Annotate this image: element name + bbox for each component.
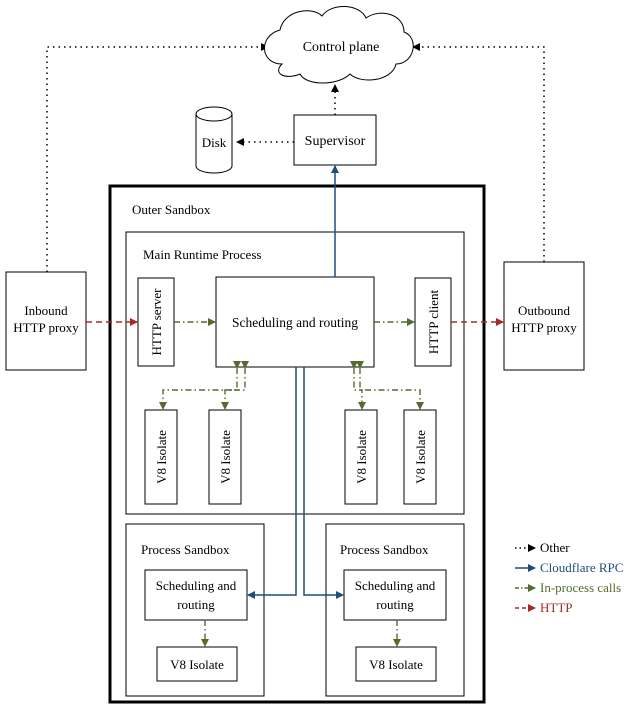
edge-outbound-to-control-plane bbox=[412, 43, 545, 262]
v8-isolate-right-sandbox-label: V8 Isolate bbox=[369, 657, 423, 672]
disk-cylinder: Disk bbox=[195, 106, 233, 174]
v8-isolate-right-sandbox: V8 Isolate bbox=[355, 646, 437, 682]
scheduling-left-line2: routing bbox=[177, 597, 215, 612]
control-plane-cloud: Control plane bbox=[264, 6, 414, 84]
in-process-edges bbox=[159, 318, 424, 647]
disk-label: Disk bbox=[202, 135, 227, 150]
scheduling-main-label: Scheduling and routing bbox=[232, 315, 358, 330]
edge-sched-to-v8-4 bbox=[356, 361, 424, 410]
edge-scheduling-to-sandbox-right bbox=[303, 367, 344, 599]
supervisor-node: Supervisor bbox=[293, 114, 377, 166]
v8-isolate-left-sandbox-label: V8 Isolate bbox=[170, 657, 224, 672]
process-sandbox-left-label: Process Sandbox bbox=[141, 542, 230, 557]
http-server-label: HTTP server bbox=[149, 288, 164, 356]
v8-isolate-left-sandbox: V8 Isolate bbox=[156, 646, 238, 682]
edge-scheduling-to-sandbox-left bbox=[247, 367, 297, 599]
control-plane-label: Control plane bbox=[303, 40, 380, 55]
edge-sched-to-v8-2 bbox=[221, 361, 249, 410]
scheduling-right-line2: routing bbox=[376, 597, 414, 612]
edge-sched-to-v8-1 bbox=[159, 361, 241, 410]
http-client-label: HTTP client bbox=[426, 290, 441, 355]
supervisor-label: Supervisor bbox=[305, 134, 366, 149]
inbound-proxy-node: Inbound HTTP proxy bbox=[5, 271, 87, 371]
other-edges bbox=[46, 43, 545, 272]
legend-label-http: HTTP bbox=[540, 600, 573, 615]
outer-sandbox-box bbox=[108, 184, 486, 704]
inbound-proxy-line2: HTTP proxy bbox=[13, 320, 79, 335]
legend-label-in-process: In-process calls bbox=[540, 580, 621, 595]
rpc-edges bbox=[247, 165, 344, 599]
outbound-proxy-line2: HTTP proxy bbox=[511, 320, 577, 335]
process-sandbox-right-label: Process Sandbox bbox=[340, 542, 429, 557]
main-runtime-label: Main Runtime Process bbox=[143, 247, 261, 262]
legend-item-in-process: In-process calls bbox=[515, 580, 621, 595]
scheduling-right-node: Scheduling and routing bbox=[343, 569, 447, 621]
scheduling-left-line1: Scheduling and bbox=[156, 578, 237, 593]
http-client-node: HTTP client bbox=[414, 277, 452, 367]
legend-item-cloudflare-rpc: Cloudflare RPC bbox=[515, 560, 623, 575]
outbound-proxy-line1: Outbound bbox=[518, 303, 571, 318]
outer-sandbox-label: Outer Sandbox bbox=[132, 202, 211, 217]
v8-isolate-4: V8 Isolate bbox=[403, 409, 437, 505]
v8-isolate-1: V8 Isolate bbox=[144, 409, 178, 505]
outbound-proxy-node: Outbound HTTP proxy bbox=[503, 261, 585, 371]
scheduling-main-node: Scheduling and routing bbox=[215, 276, 375, 368]
v8-isolate-3-label: V8 Isolate bbox=[354, 430, 369, 484]
inbound-proxy-line1: Inbound bbox=[24, 303, 68, 318]
legend-item-http: HTTP bbox=[515, 600, 573, 615]
scheduling-right-line1: Scheduling and bbox=[355, 578, 436, 593]
scheduling-left-node: Scheduling and routing bbox=[144, 569, 248, 621]
legend-item-other: Other bbox=[515, 540, 570, 555]
v8-isolate-2-label: V8 Isolate bbox=[218, 430, 233, 484]
v8-isolate-1-label: V8 Isolate bbox=[154, 430, 169, 484]
http-server-node: HTTP server bbox=[137, 277, 175, 367]
v8-isolate-3: V8 Isolate bbox=[344, 409, 378, 505]
legend: Other Cloudflare RPC In-process calls HT… bbox=[515, 540, 623, 615]
legend-label-other: Other bbox=[540, 540, 570, 555]
legend-label-cloudflare-rpc: Cloudflare RPC bbox=[540, 560, 623, 575]
v8-isolate-4-label: V8 Isolate bbox=[413, 430, 428, 484]
v8-isolate-2: V8 Isolate bbox=[208, 409, 242, 505]
